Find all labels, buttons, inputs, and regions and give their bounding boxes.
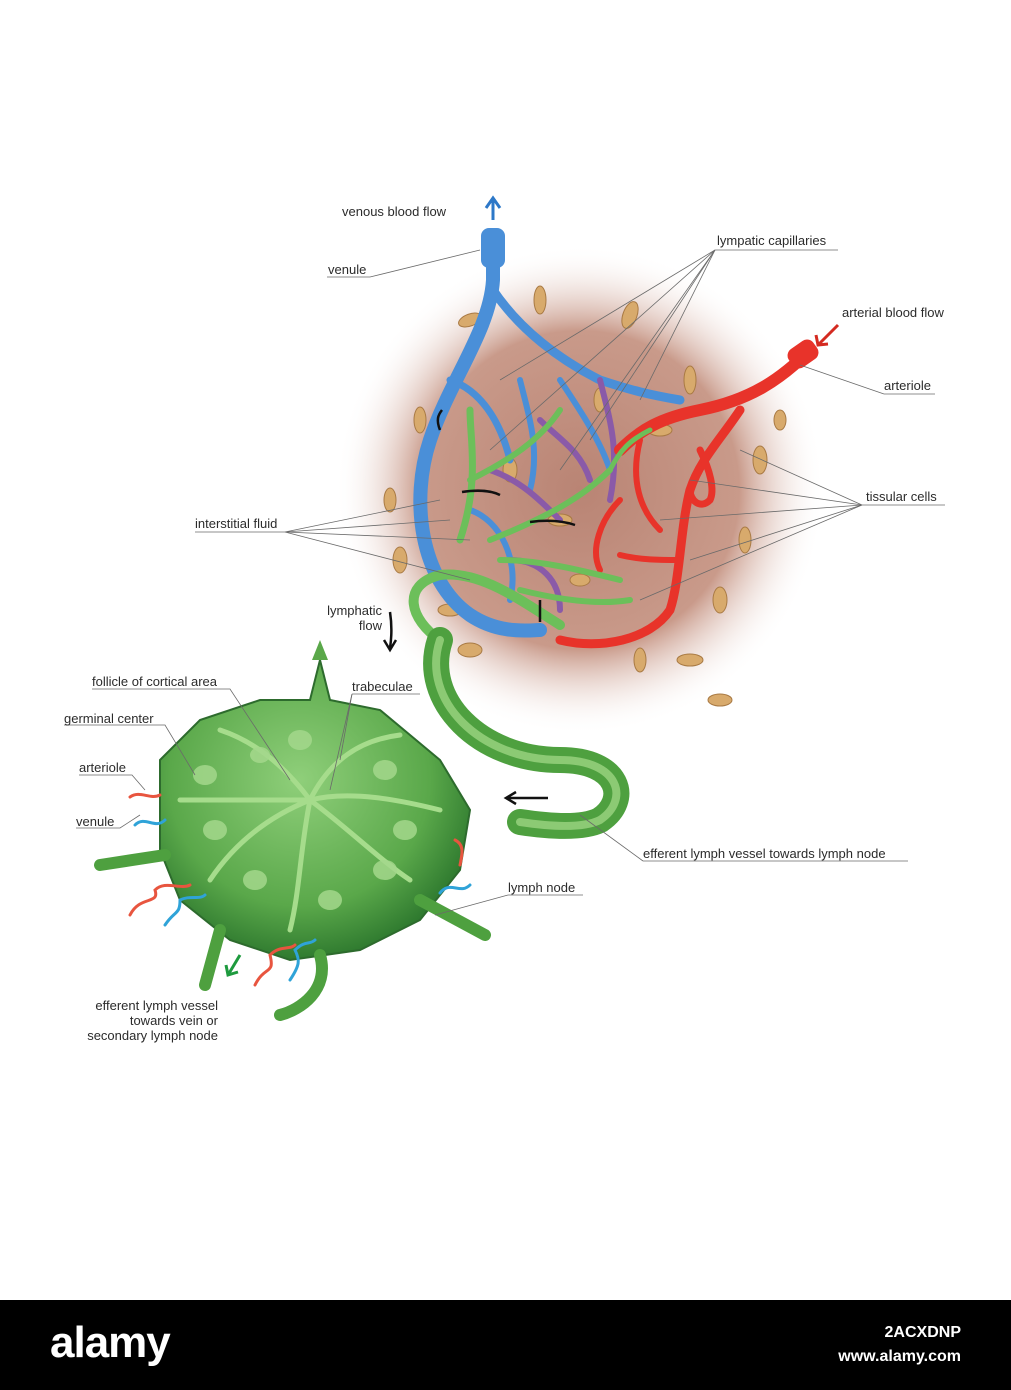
venule-end xyxy=(481,228,505,268)
label-lymphatic-flow: lymphatic flow xyxy=(327,603,382,633)
tissular-cells-group xyxy=(383,285,787,707)
site-url: www.alamy.com xyxy=(838,1348,961,1365)
label-interstitial-fluid: interstitial fluid xyxy=(195,516,278,531)
lymph-node xyxy=(94,640,491,1021)
arteriole-end xyxy=(787,339,819,369)
label-venule-left: venule xyxy=(76,814,115,829)
label-arteriole-left: arteriole xyxy=(79,760,126,775)
label-trabeculae: trabeculae xyxy=(352,679,413,694)
label-tissular-cells: tissular cells xyxy=(866,489,937,504)
label-efferent-towards-node: efferent lymph vessel towards lymph node xyxy=(643,846,886,861)
label-venous-blood-flow: venous blood flow xyxy=(342,204,447,219)
lymphatic-capillaries-vessels xyxy=(408,406,653,645)
node-exit-arrow xyxy=(224,954,242,977)
arterial-flow-arrow xyxy=(814,323,840,347)
label-venule-top: venule xyxy=(328,262,367,277)
label-follicle-of-cortical-area: follicle of cortical area xyxy=(92,674,217,689)
label-lympatic-capillaries: lympatic capillaries xyxy=(717,233,827,248)
label-arteriole-top: arteriole xyxy=(884,378,931,393)
flow-arrows xyxy=(382,409,576,806)
label-arterial-blood-flow: arterial blood flow xyxy=(842,305,944,320)
venous-flow-arrow xyxy=(484,195,502,220)
leader-lines xyxy=(64,249,945,916)
tissue-region xyxy=(335,245,825,735)
label-lymph-node: lymph node xyxy=(508,880,576,895)
watermark-footer: alamy 2ACXDNP www.alamy.com xyxy=(0,1300,1011,1390)
label-efferent-towards-vein: efferent lymph vessel towards vein or se… xyxy=(87,998,218,1043)
lymphatic-system-illustration xyxy=(64,195,945,1021)
label-germinal-center: germinal center xyxy=(64,711,154,726)
image-code: 2ACXDNP xyxy=(884,1324,961,1341)
brand-logo: alamy xyxy=(50,1318,171,1367)
